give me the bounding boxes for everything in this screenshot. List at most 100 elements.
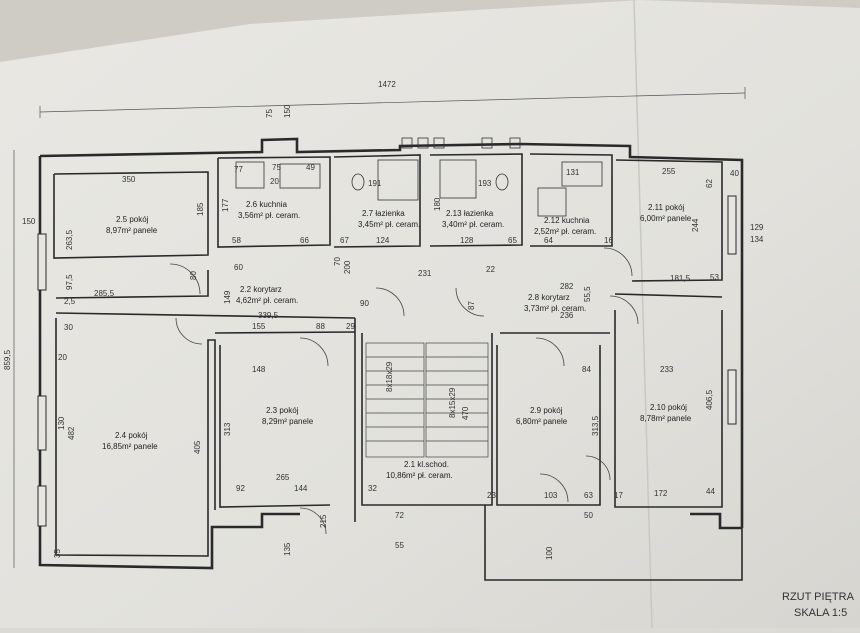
svg-text:10,86m² pł. ceram.: 10,86m² pł. ceram. [386, 471, 453, 480]
svg-text:177: 177 [221, 198, 230, 212]
bathtub-left [377, 159, 419, 201]
svg-text:128: 128 [460, 236, 474, 245]
svg-text:144: 144 [294, 484, 308, 493]
room-2-8-label: 2.8 korytarz 3,73m² pł. ceram. [524, 293, 586, 313]
overall-width-label: 1472 [378, 80, 396, 89]
outer-walls [38, 137, 744, 570]
svg-text:58: 58 [232, 236, 241, 245]
svg-text:49: 49 [306, 163, 315, 172]
svg-text:2.9 pokój: 2.9 pokój [530, 406, 563, 415]
svg-text:8,78m² panele: 8,78m² panele [640, 414, 692, 423]
svg-text:2.10 pokój: 2.10 pokój [650, 403, 687, 412]
svg-text:87: 87 [467, 301, 476, 310]
svg-text:231: 231 [418, 269, 432, 278]
svg-text:482: 482 [67, 426, 76, 440]
title-line-2: SKALA 1:5 [794, 607, 847, 619]
svg-text:2.3 pokój: 2.3 pokój [266, 406, 299, 415]
room-2-3-label: 2.3 pokój 8,29m² panele [262, 406, 314, 426]
svg-text:8,97m² panele: 8,97m² panele [106, 226, 158, 235]
svg-text:185: 185 [196, 202, 205, 216]
svg-text:233: 233 [660, 365, 674, 374]
svg-text:3,73m² pł. ceram.: 3,73m² pł. ceram. [524, 304, 586, 313]
svg-text:80: 80 [189, 271, 198, 280]
svg-text:17: 17 [614, 491, 623, 500]
dimension-labels: 75 150 350 185 177 77 75 49 20 191 193 1… [22, 104, 764, 560]
svg-text:77: 77 [234, 165, 243, 174]
svg-text:2.13 łazienka: 2.13 łazienka [446, 209, 494, 218]
svg-text:40: 40 [730, 169, 739, 178]
svg-text:148: 148 [252, 365, 266, 374]
svg-text:72: 72 [395, 511, 404, 520]
svg-text:53: 53 [710, 273, 719, 282]
svg-text:88: 88 [316, 322, 325, 331]
svg-text:67: 67 [340, 236, 349, 245]
svg-text:2.11 pokój: 2.11 pokój [648, 203, 685, 212]
fixtures [235, 137, 603, 217]
bathtub-right [439, 159, 477, 199]
svg-text:265: 265 [276, 473, 290, 482]
svg-text:134: 134 [750, 235, 764, 244]
overall-width-dimension: 1472 [39, 80, 746, 118]
svg-text:55,5: 55,5 [583, 286, 592, 302]
paper-fold [633, 0, 653, 629]
svg-text:100: 100 [545, 546, 554, 560]
svg-text:29: 29 [346, 322, 355, 331]
toilet-right [495, 173, 509, 191]
overall-height-dimension: 859,5 [3, 150, 15, 568]
room-2-1-label: 2.1 kl.schod. 10,86m² pł. ceram. [386, 460, 453, 480]
svg-text:236: 236 [560, 311, 574, 320]
svg-text:2.1 kl.schod.: 2.1 kl.schod. [404, 460, 449, 469]
svg-text:55: 55 [395, 541, 404, 550]
svg-text:92: 92 [236, 484, 245, 493]
svg-text:66: 66 [300, 236, 309, 245]
svg-text:191: 191 [368, 179, 382, 188]
svg-text:2.6 kuchnia: 2.6 kuchnia [246, 200, 287, 209]
svg-text:50: 50 [584, 511, 593, 520]
svg-text:150: 150 [283, 104, 292, 118]
toilet-left [351, 173, 365, 191]
stair-flights [365, 342, 489, 458]
svg-text:70: 70 [333, 257, 342, 266]
svg-text:4,62m² pł. ceram.: 4,62m² pł. ceram. [236, 296, 298, 305]
stove-right [537, 187, 567, 217]
svg-text:130: 130 [57, 416, 66, 430]
svg-text:313,5: 313,5 [591, 415, 600, 436]
windows [37, 195, 737, 527]
svg-text:35: 35 [53, 549, 62, 558]
svg-text:406,5: 406,5 [705, 389, 714, 410]
svg-text:155: 155 [252, 322, 266, 331]
svg-text:2.8 korytarz: 2.8 korytarz [528, 293, 570, 302]
svg-text:131: 131 [566, 168, 580, 177]
svg-text:180: 180 [433, 197, 442, 211]
svg-text:97,5: 97,5 [65, 274, 74, 290]
svg-text:6,00m² panele: 6,00m² panele [640, 214, 692, 223]
svg-text:129: 129 [750, 223, 764, 232]
svg-text:2,52m² pł. ceram.: 2,52m² pł. ceram. [534, 227, 596, 236]
svg-text:75: 75 [272, 163, 281, 172]
title-block: RZUT PIĘTRA SKALA 1:5 [782, 591, 855, 619]
svg-text:339,5: 339,5 [258, 311, 279, 320]
svg-text:32: 32 [368, 484, 377, 493]
inner-walls [53, 153, 743, 581]
svg-text:64: 64 [544, 236, 553, 245]
svg-text:90: 90 [360, 299, 369, 308]
svg-text:282: 282 [560, 282, 574, 291]
svg-text:193: 193 [478, 179, 492, 188]
svg-text:23: 23 [487, 491, 496, 500]
svg-text:200: 200 [343, 260, 352, 274]
svg-text:149: 149 [223, 290, 232, 304]
svg-text:124: 124 [376, 236, 390, 245]
svg-text:350: 350 [122, 175, 136, 184]
svg-text:60: 60 [234, 263, 243, 272]
svg-text:255: 255 [662, 167, 676, 176]
svg-text:8,29m² panele: 8,29m² panele [262, 417, 314, 426]
svg-text:62: 62 [705, 179, 714, 188]
svg-text:2.4 pokój: 2.4 pokój [115, 431, 148, 440]
